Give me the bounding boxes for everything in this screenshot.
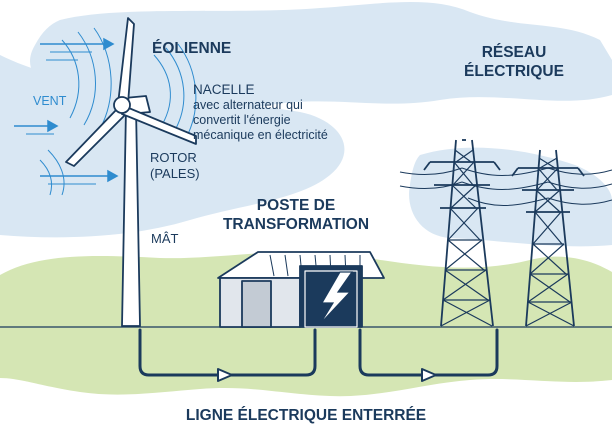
wind-arrow-icon bbox=[14, 37, 119, 185]
turbine-mast bbox=[121, 107, 141, 327]
sky-blob-right bbox=[409, 147, 612, 247]
nacelle-label: NACELLE avec alternateur qui convertit l… bbox=[193, 81, 328, 143]
pylon-left bbox=[423, 139, 501, 327]
rotor-label: ROTOR (PALES) bbox=[150, 150, 200, 182]
nacelle-title: NACELLE bbox=[193, 82, 255, 97]
nacelle-desc-1: avec alternateur qui bbox=[193, 98, 303, 112]
reseau-line-2: ÉLECTRIQUE bbox=[464, 63, 564, 80]
sky-blob-top bbox=[30, 2, 612, 110]
substation-building bbox=[217, 251, 385, 328]
poste-line-1: POSTE DE bbox=[256, 197, 336, 214]
vent-label: VENT bbox=[33, 94, 67, 108]
rotor-pales: (PALES) bbox=[150, 166, 200, 181]
pylon-right bbox=[511, 149, 585, 327]
eolienne-title: ÉOLIENNE bbox=[152, 40, 232, 57]
poste-line-2: TRANSFORMATION bbox=[222, 216, 370, 233]
nacelle-desc-2: convertit l'énergie bbox=[193, 113, 291, 127]
rotor-title: ROTOR bbox=[150, 150, 197, 165]
ligne-enterree-title: LIGNE ÉLECTRIQUE ENTERRÉE bbox=[185, 407, 427, 424]
flow-arrow-icon bbox=[217, 368, 437, 382]
reseau-electrique-title: RÉSEAU ÉLECTRIQUE bbox=[455, 43, 573, 81]
wind-turbine bbox=[65, 17, 197, 327]
sky-blob-left bbox=[0, 55, 345, 238]
nacelle-desc-3: mécanique en électricité bbox=[193, 128, 328, 142]
poste-transformation-title: POSTE DE TRANSFORMATION bbox=[208, 196, 384, 234]
wind-arcs bbox=[39, 27, 197, 196]
mat-label: MÂT bbox=[151, 231, 179, 246]
reseau-line-1: RÉSEAU bbox=[481, 44, 547, 61]
lightning-bolt-icon bbox=[319, 271, 354, 325]
turbine-hub bbox=[113, 96, 131, 114]
